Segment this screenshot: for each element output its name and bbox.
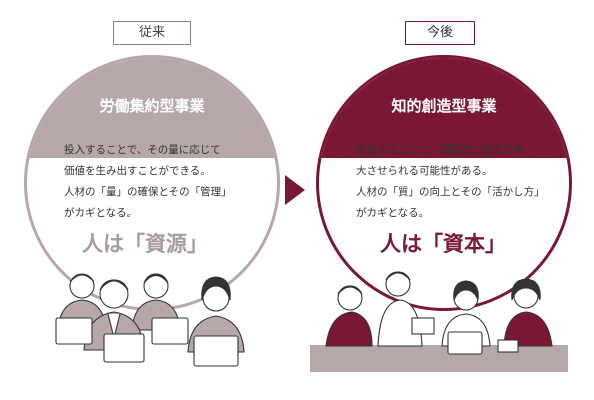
before-tag: 従来 — [113, 21, 191, 45]
before-title: 労働集約型事業 — [27, 58, 277, 158]
person-meeting-2 — [377, 271, 435, 347]
paper — [497, 339, 519, 353]
right-arrow-icon — [285, 175, 305, 205]
meeting-table — [310, 345, 568, 372]
team-meeting-illustration — [310, 271, 568, 372]
before-description: 投入することで、その量に応じて 価値を生み出すことができる。 人材の「量」の確保… — [64, 144, 232, 219]
after-headline: 人は「資本」 — [380, 232, 506, 256]
after-tag: 今後 — [405, 21, 475, 45]
person-meeting-4 — [503, 278, 553, 347]
person-meeting-1 — [325, 285, 373, 347]
laptops — [55, 317, 239, 367]
office-workers-illustration — [55, 273, 245, 367]
after-title: 知的創造型事業 — [319, 58, 569, 158]
after-circle: 知的創造型事業 — [316, 55, 572, 311]
before-headline: 人は「資源」 — [82, 232, 208, 256]
after-description: 投資することで、飛躍的に価値を増 大させられる可能性がある。 人材の「質」の向上… — [356, 144, 545, 219]
person-meeting-3 — [441, 280, 491, 355]
before-circle: 労働集約型事業 — [24, 55, 280, 311]
